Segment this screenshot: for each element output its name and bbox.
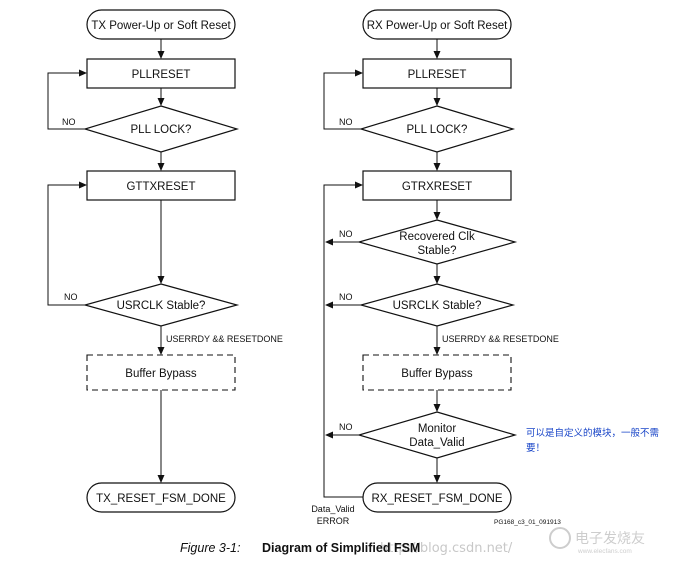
tx-usrclk-label: USRCLK Stable? xyxy=(117,300,206,312)
rx-buffer-bypass-box xyxy=(362,354,512,391)
rx-pll-lock-no-loop xyxy=(323,69,363,130)
tx-userrdy-label: USERRDY && RESETDONE xyxy=(166,334,283,344)
rx-error-loop xyxy=(323,181,363,498)
rx-monitor-no-label: NO xyxy=(339,422,353,432)
rx-usrclk-label: USRCLK Stable? xyxy=(393,300,482,312)
rx-pllreset-label: PLLRESET xyxy=(408,69,467,81)
annotation-text-2: 要！ xyxy=(526,443,545,454)
watermark-logo: 电子发烧友 www.elecfans.com xyxy=(549,527,645,555)
tx-pll-lock-no-loop xyxy=(47,69,87,130)
rx-monitor-diamond xyxy=(356,411,518,459)
rx-buffer-bypass-label: Buffer Bypass xyxy=(401,368,473,380)
tx-buffer-bypass-label: Buffer Bypass xyxy=(125,368,197,380)
watermark-logo-icon xyxy=(549,527,571,549)
rx-userrdy-label: USERRDY && RESETDONE xyxy=(442,334,559,344)
tx-usrclk-no-loop xyxy=(47,181,87,306)
tx-start-label: TX Power-Up or Soft Reset xyxy=(91,20,231,32)
rx-pll-lock-label: PLL LOCK? xyxy=(407,124,468,136)
caption-title: Diagram of Simplified FSM xyxy=(262,541,420,555)
tx-flowchart: TX Power-Up or Soft Reset PLLRESET PLL L… xyxy=(47,9,283,513)
watermark-logo-url: www.elecfans.com xyxy=(577,548,632,555)
rx-usrclk-no-label: NO xyxy=(339,292,353,302)
rx-error-label-1: Data_Valid xyxy=(311,504,354,514)
annotation-text-1: 可以是自定义的模块，一般不需 xyxy=(526,427,659,439)
watermark-url: http://blog.csdn.net/ xyxy=(380,541,513,556)
tx-pll-lock-label: PLL LOCK? xyxy=(131,124,192,136)
rx-monitor-label-1: Monitor xyxy=(418,423,457,435)
tx-gttxreset-label: GTTXRESET xyxy=(126,181,195,193)
caption-label: Figure 3-1: xyxy=(180,541,240,555)
tx-done-terminator xyxy=(86,482,236,513)
rx-gtrxreset-label: GTRXRESET xyxy=(402,181,472,193)
tx-pllreset-box xyxy=(86,58,236,89)
rx-monitor-label-2: Data_Valid xyxy=(409,437,464,449)
figure-code: PG168_c3_01_091913 xyxy=(494,519,561,526)
rx-recovered-clk-label-2: Stable? xyxy=(417,245,456,257)
tx-pllreset-label: PLLRESET xyxy=(132,69,191,81)
tx-done-label: TX_RESET_FSM_DONE xyxy=(96,493,226,505)
tx-buffer-bypass-box xyxy=(86,354,236,391)
tx-usrclk-no-label: NO xyxy=(64,292,78,302)
rx-done-label: RX_RESET_FSM_DONE xyxy=(371,493,502,505)
tx-pll-lock-no-label: NO xyxy=(62,117,76,127)
rx-flowchart: RX Power-Up or Soft Reset PLLRESET PLL L… xyxy=(311,9,559,526)
rx-recovered-clk-label-1: Recovered Clk xyxy=(399,231,475,243)
rx-gtrxreset-box xyxy=(362,170,512,201)
rx-start-label: RX Power-Up or Soft Reset xyxy=(367,20,508,32)
rx-error-label-2: ERROR xyxy=(317,516,350,526)
rx-pll-lock-no-label: NO xyxy=(339,117,353,127)
rx-recovered-no-label: NO xyxy=(339,229,353,239)
watermark-logo-text: 电子发烧友 xyxy=(575,531,645,547)
